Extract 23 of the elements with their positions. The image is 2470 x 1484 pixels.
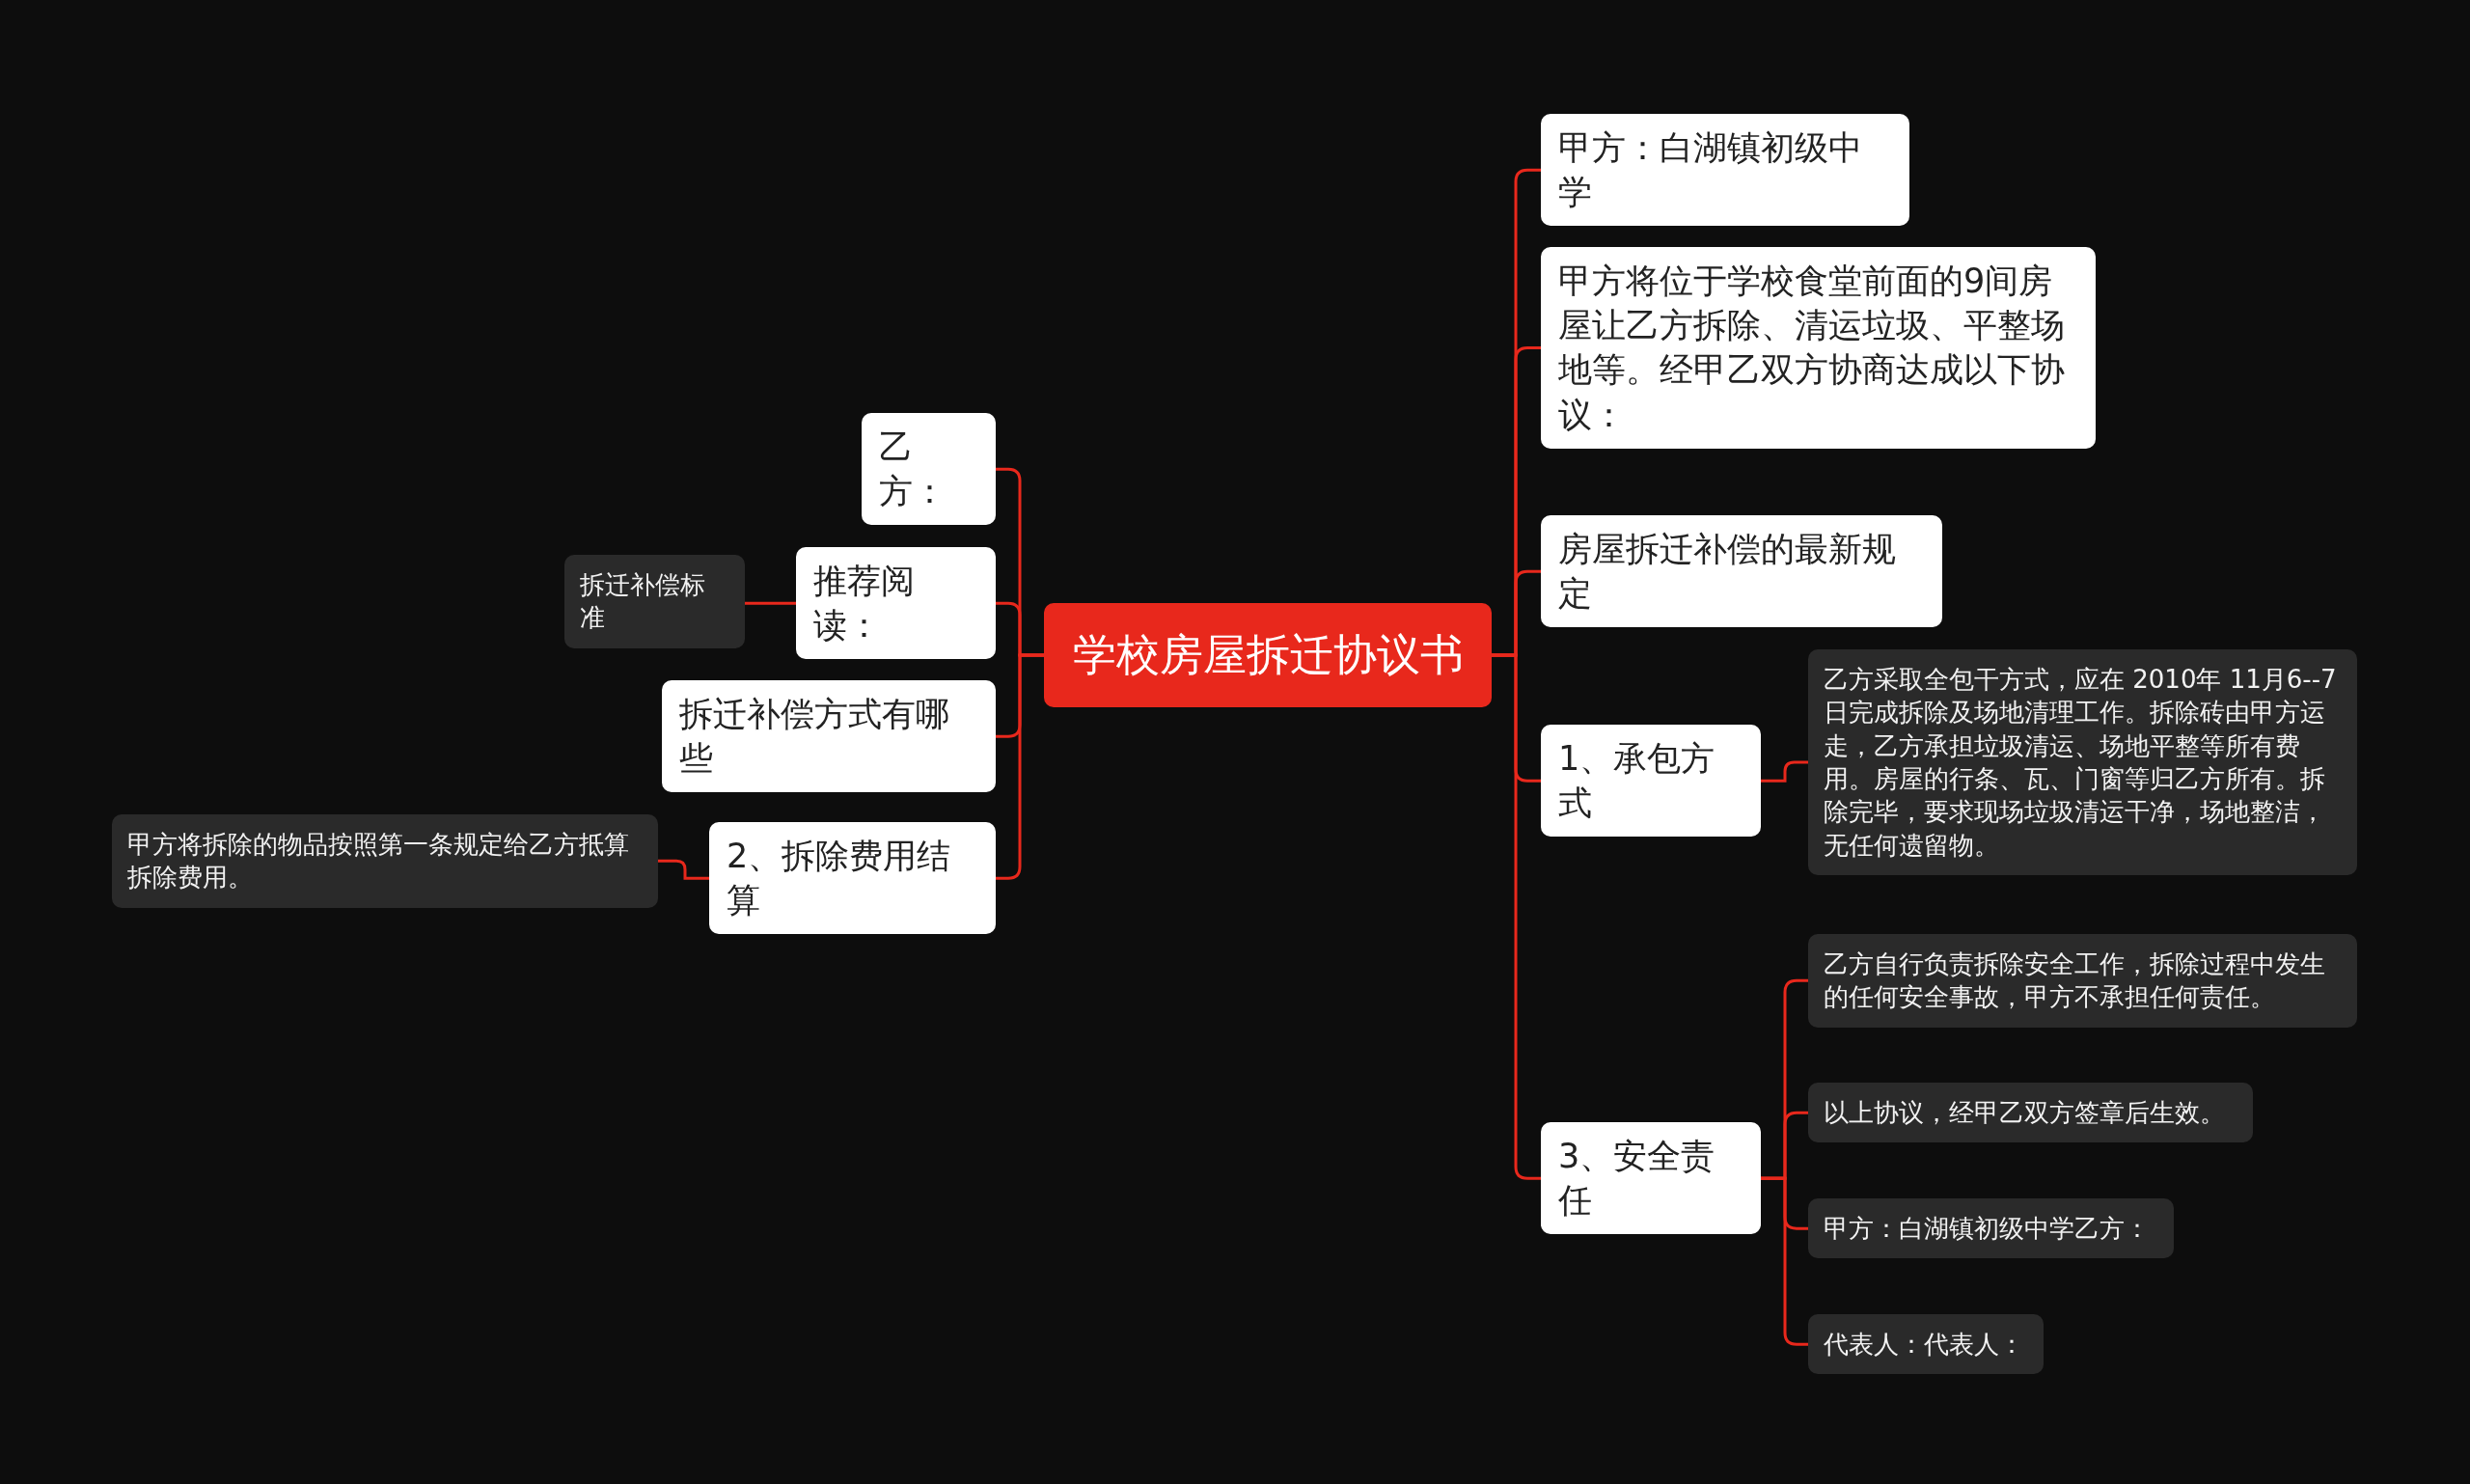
topic-box: 3、安全责任 — [1541, 1122, 1761, 1235]
topic-box: 甲方将位于学校食堂前面的9间房屋让乙方拆除、清运垃圾、平整场地等。经甲乙双方协商达成以下协议： — [1541, 247, 2096, 449]
topic-box: 2、拆除费用结算 — [709, 822, 996, 935]
subtopic-box: 甲方将拆除的物品按照第一条规定给乙方抵算拆除费用。 — [112, 814, 658, 908]
subtopic-box: 甲方：白湖镇初级中学乙方： — [1808, 1198, 2174, 1259]
connector-line — [658, 859, 709, 880]
connector-line — [1761, 1176, 1808, 1346]
topic-box: 推荐阅读： — [796, 547, 996, 660]
subtopic-box: 乙方采取全包干方式，应在 2010年 11月6--7日完成拆除及场地清理工作。拆除砖由甲方运走，乙方承担垃圾清运、场地平整等所有费用。房屋的行条、瓦、门窗等归乙方所有。拆除完毕，要求现场垃圾清运干净，场地整洁，无任何遗留物。 — [1808, 649, 2357, 875]
topic-box: 甲方：白湖镇初级中学 — [1541, 114, 1909, 227]
subtopic-box: 以上协议，经甲乙双方签章后生效。 — [1808, 1083, 2253, 1143]
subtopic-box: 拆迁补偿标准 — [564, 555, 745, 648]
connector-line — [745, 601, 796, 605]
topic-box: 1、承包方式 — [1541, 725, 1761, 838]
connector-line — [1761, 760, 1808, 783]
subtopic-box: 乙方自行负责拆除安全工作，拆除过程中发生的任何安全事故，甲方不承担任何责任。 — [1808, 934, 2357, 1028]
connector-line — [996, 653, 1044, 880]
topic-box: 拆迁补偿方式有哪些 — [662, 680, 996, 793]
subtopic-box: 代表人：代表人： — [1808, 1314, 2044, 1375]
topic-box: 房屋拆迁补偿的最新规定 — [1541, 515, 1942, 628]
central-topic: 学校房屋拆迁协议书 — [1044, 603, 1492, 707]
connector-line — [1492, 653, 1541, 1180]
topic-box: 乙方： — [862, 413, 996, 526]
